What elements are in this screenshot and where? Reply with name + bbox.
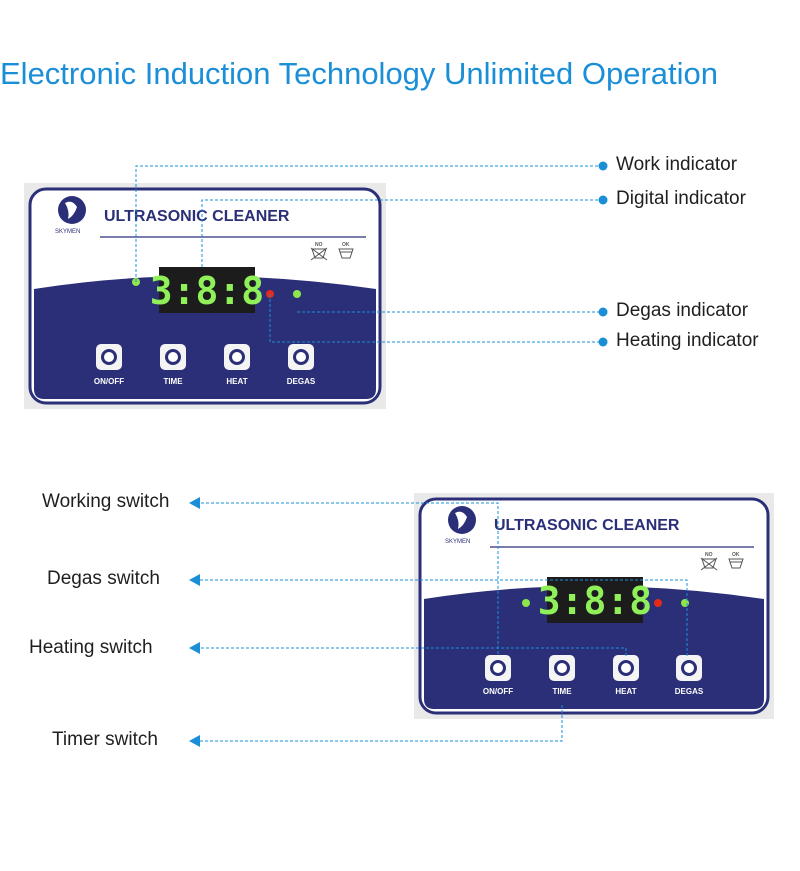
- heat-button-label: HEAT: [226, 377, 247, 386]
- wash-no-label: NO: [315, 242, 323, 248]
- wash-ok-icon: OK: [728, 552, 744, 569]
- wash-ok-label: OK: [732, 552, 740, 558]
- heat-button[interactable]: HEAT: [224, 344, 250, 386]
- control-panel-top: SKYMEN ULTRASONIC CLEANER NO OK ULTRASON…: [24, 183, 386, 409]
- degas-button[interactable]: DEGAS: [675, 655, 704, 696]
- timer-switch-arrow-icon: [189, 735, 200, 747]
- on-off-button-label: ON/OFF: [94, 377, 124, 386]
- heating-switch-arrow-icon: [189, 642, 200, 654]
- digital-display: [159, 267, 255, 313]
- wash-ok-icon: OK: [338, 242, 354, 259]
- ultrasonic-led: [522, 599, 530, 607]
- heating-switch-label: Heating switch: [29, 637, 153, 658]
- ultrasonic-label: ULTRASONIC: [494, 611, 539, 618]
- work-indicator-dot: [598, 161, 608, 171]
- heating-indicator-label: Heating indicator: [616, 330, 759, 351]
- on-off-button[interactable]: ON/OFF: [483, 655, 513, 696]
- degas-led: [293, 290, 301, 298]
- digital-indicator-dot: [598, 195, 608, 205]
- heat-led: [654, 599, 662, 607]
- brand-label: SKYMEN: [55, 229, 80, 235]
- time-button-label: TIME: [163, 377, 183, 386]
- degas-label: DEGAS: [286, 302, 311, 309]
- heat-label: HEAT: [650, 611, 669, 618]
- time-button[interactable]: TIME: [549, 655, 575, 696]
- display-digits: 3:8:8: [538, 579, 652, 623]
- on-off-button[interactable]: ON/OFF: [94, 344, 124, 386]
- degas-label: DEGAS: [674, 611, 699, 618]
- working-switch-arrow-icon: [189, 497, 200, 509]
- control-panel-bottom: SKYMEN ULTRASONIC CLEANER NO OK ULTRASON…: [414, 493, 774, 719]
- heating-indicator-dot: [598, 337, 608, 347]
- brand-label: SKYMEN: [445, 539, 470, 545]
- on-off-button-label: ON/OFF: [483, 687, 513, 696]
- display-digits: 3:8:8: [150, 269, 264, 313]
- timer-switch-label: Timer switch: [52, 729, 158, 750]
- work-indicator-label: Work indicator: [616, 154, 738, 175]
- heat-button-label: HEAT: [615, 687, 636, 696]
- time-button[interactable]: TIME: [160, 344, 186, 386]
- digital-indicator-label: Digital indicator: [616, 188, 746, 209]
- working-switch-label: Working switch: [42, 491, 170, 512]
- degas-indicator-dot: [598, 307, 608, 317]
- heat-label: HEAT: [262, 302, 281, 309]
- heat-button[interactable]: HEAT: [613, 655, 639, 696]
- brand-logo: SKYMEN: [445, 506, 476, 545]
- degas-button-label: DEGAS: [287, 377, 316, 386]
- ultrasonic-label: ULTRASONIC: [104, 300, 149, 307]
- panel-title: ULTRASONIC CLEANER: [104, 208, 290, 225]
- degas-switch-label: Degas switch: [47, 568, 160, 589]
- wash-no-label: NO: [705, 552, 713, 558]
- time-button-label: TIME: [552, 687, 572, 696]
- degas-switch-arrow-icon: [189, 574, 200, 586]
- panel-title: ULTRASONIC CLEANER: [494, 517, 680, 534]
- degas-button-label: DEGAS: [675, 687, 704, 696]
- wash-ok-label: OK: [342, 242, 350, 248]
- wash-no-icon: NO: [310, 242, 328, 261]
- degas-indicator-label: Degas indicator: [616, 300, 749, 321]
- brand-logo: SKYMEN: [55, 196, 86, 235]
- headline: Electronic Induction Technology Unlimite…: [0, 56, 718, 91]
- digital-display: [547, 577, 643, 623]
- degas-button[interactable]: DEGAS: [287, 344, 316, 386]
- wash-no-icon: NO: [700, 552, 718, 571]
